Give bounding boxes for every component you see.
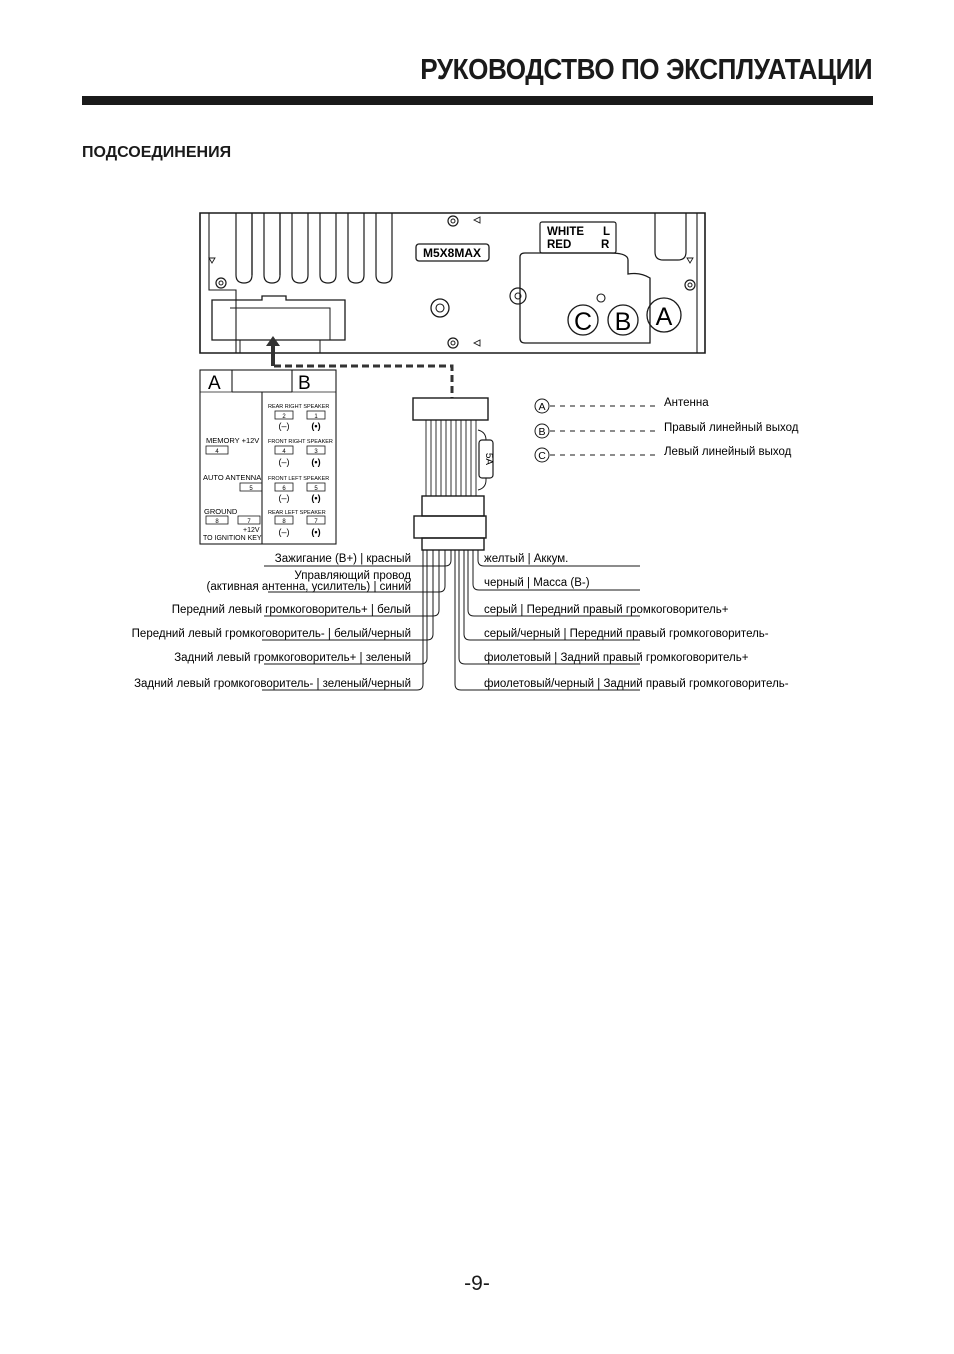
legend-key: C [538, 450, 546, 462]
jack-c-label: C [574, 308, 592, 336]
ignition-label: +12V [243, 527, 260, 534]
wire-label-left-5: Задний левый громкоговоритель- | зеленый… [134, 678, 411, 690]
wire-harness [412, 397, 494, 551]
pin-ignition: 7 [247, 519, 251, 525]
block-b-label: B [298, 373, 311, 394]
pin-pos: 7 [314, 519, 318, 525]
pin-neg: 4 [282, 449, 286, 455]
neg-symbol: (–) [279, 457, 290, 467]
section-title: ПОДСОЕДИНЕНИЯ [82, 144, 232, 161]
b-group-0: REAR RIGHT SPEAKER 2 1 (–) (•) [268, 404, 329, 431]
b-group-label: FRONT LEFT SPEAKER [268, 476, 329, 482]
neg-symbol: (–) [279, 493, 290, 503]
pos-symbol: (•) [311, 457, 320, 467]
wire-label-right-1: черный | Масса (B-) [484, 577, 590, 589]
wire-label-left-4: Задний левый громкоговоритель+ | зеленый [174, 652, 411, 664]
rca-label-r: R [601, 239, 610, 251]
wire-label-right-3: серый/черный | Передний правый громкогов… [484, 628, 769, 640]
page-number: -9- [464, 1272, 490, 1295]
iso-connector [199, 369, 337, 545]
wire-label-right-2: серый | Передний правый громкоговоритель… [484, 604, 729, 616]
right-wire-leads [454, 550, 640, 691]
rca-label-l: L [603, 226, 610, 238]
fuse-label: 5A [483, 453, 494, 466]
memory-label: MEMORY +12V [206, 436, 259, 445]
wire-label-right-0: желтый | Аккум. [484, 553, 568, 565]
legend-text: Правый линейный выход [664, 422, 799, 434]
b-group-2: FRONT LEFT SPEAKER 6 5 (–) (•) [268, 476, 329, 503]
pos-symbol: (•) [311, 493, 320, 503]
legend-text: Левый линейный выход [664, 446, 792, 458]
pos-symbol: (•) [311, 421, 320, 431]
connection-arrow [266, 336, 454, 398]
model-badge: M5X8MAX [423, 246, 481, 260]
legend: A Антенна B Правый линейный выход C Левы… [534, 397, 799, 463]
neg-symbol: (–) [279, 421, 290, 431]
jack-a-label: A [656, 303, 673, 331]
legend-key: B [538, 426, 545, 438]
pin-antenna: 5 [249, 486, 253, 492]
pos-symbol: (•) [311, 527, 320, 537]
block-a-label: A [208, 373, 221, 394]
jack-b-label: B [615, 308, 632, 336]
wire-label-left-1a: Управляющий провод [294, 570, 411, 582]
rca-label-red: RED [547, 239, 571, 251]
pin-memory: 4 [215, 449, 219, 455]
page-title: РУКОВОДСТВО ПО ЭКСПЛУАТАЦИИ [420, 54, 872, 86]
legend-item-a: A Антенна [534, 397, 709, 414]
pin-ground: 8 [215, 519, 219, 525]
wire-label-left-2: Передний левый громкоговоритель+ | белый [172, 604, 411, 616]
ignition-sub-label: TO IGNITION KEY [203, 535, 262, 542]
legend-text: Антенна [664, 397, 709, 409]
wire-label-left-1b: (активная антенна, усилитель) | синий [207, 581, 411, 593]
b-group-label: REAR LEFT SPEAKER [268, 510, 326, 516]
legend-item-c: C Левый линейный выход [534, 446, 792, 463]
b-group-label: FRONT RIGHT SPEAKER [268, 439, 333, 445]
rca-label-white: WHITE [547, 226, 584, 238]
header-rule [82, 96, 873, 105]
wire-label-right-4: фиолетовый | Задний правый громкоговорит… [484, 652, 749, 664]
ground-label: GROUND [204, 507, 238, 516]
pin-neg: 6 [282, 486, 286, 492]
pin-neg: 2 [282, 414, 286, 420]
b-group-1: FRONT RIGHT SPEAKER 4 3 (–) (•) [268, 439, 333, 467]
pin-neg: 8 [282, 519, 286, 525]
pin-pos: 1 [314, 414, 318, 420]
wire-label-left-3: Передний левый громкоговоритель- | белый… [132, 628, 411, 640]
neg-symbol: (–) [279, 527, 290, 537]
wire-label-left-0: Зажигание (B+) | красный [275, 553, 411, 565]
auto-antenna-label: AUTO ANTENNA [203, 473, 261, 482]
legend-key: A [538, 401, 545, 413]
b-group-label: REAR RIGHT SPEAKER [268, 404, 329, 410]
pin-pos: 5 [314, 486, 318, 492]
pin-pos: 3 [314, 449, 318, 455]
legend-item-b: B Правый линейный выход [534, 422, 799, 439]
head-unit-rear [199, 212, 706, 354]
wire-label-right-5: фиолетовый/черный | Задний правый громко… [484, 678, 789, 690]
heat-sink-fins [235, 213, 393, 284]
left-wire-leads [262, 550, 452, 691]
b-group-3: REAR LEFT SPEAKER 8 7 (–) (•) [268, 510, 326, 537]
